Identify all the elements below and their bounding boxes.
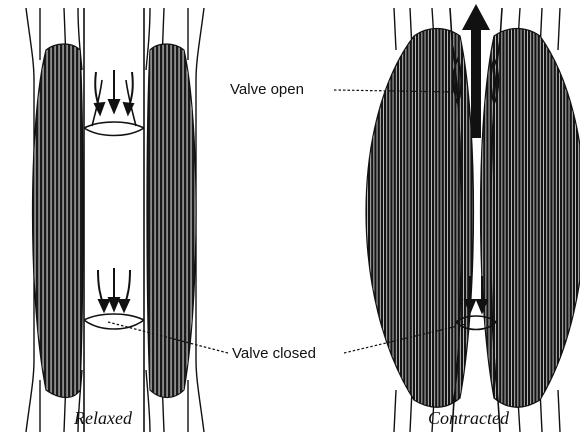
relaxed-left-muscle — [33, 44, 84, 398]
valve-open-label: Valve open — [230, 81, 304, 98]
valve-closed-label: Valve closed — [232, 345, 316, 362]
relaxed-lower-flow-arrows — [98, 268, 130, 311]
contracted-panel — [366, 4, 580, 432]
contracted-caption: Contracted — [428, 408, 510, 428]
relaxed-panel — [26, 8, 204, 432]
relaxed-right-muscle — [147, 44, 196, 398]
relaxed-lower-valve — [84, 314, 144, 329]
relaxed-caption: Relaxed — [73, 408, 133, 428]
